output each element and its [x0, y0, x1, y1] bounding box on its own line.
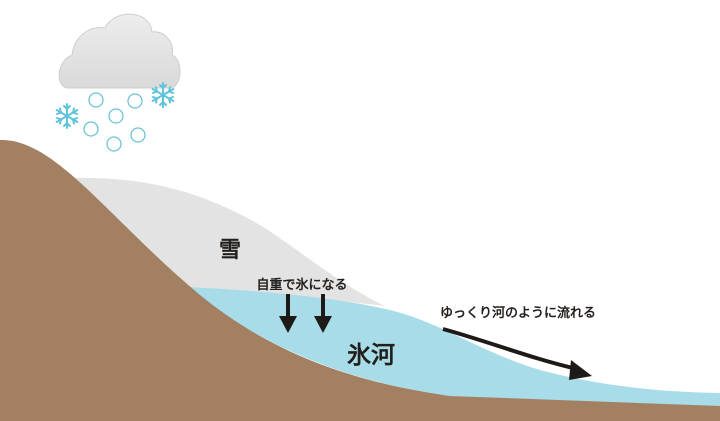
snowball-icon [83, 121, 99, 137]
curved-arrow-icon [442, 327, 592, 380]
snow-label: 雪 [219, 238, 241, 263]
glacier-label: 氷河 [347, 341, 395, 369]
snowball-icon [106, 136, 122, 152]
down-arrow-icons [279, 294, 332, 333]
cloud-icon [58, 13, 181, 89]
snowflake-icon [151, 82, 175, 108]
down-arrow-icon [279, 294, 297, 333]
mountain-ground [0, 139, 720, 421]
snowball-icon [108, 108, 124, 124]
flow-label: ゆっくり河のように流れる [440, 305, 596, 321]
snowball-icons [83, 92, 146, 152]
down-arrow-icon [314, 294, 332, 333]
snowball-icon [130, 127, 146, 143]
compress-label: 自重で氷になる [256, 277, 347, 293]
snow-layer [70, 177, 385, 306]
snowflake-icon [55, 103, 79, 129]
snowball-icon [127, 93, 143, 109]
snowball-icon [88, 92, 104, 108]
